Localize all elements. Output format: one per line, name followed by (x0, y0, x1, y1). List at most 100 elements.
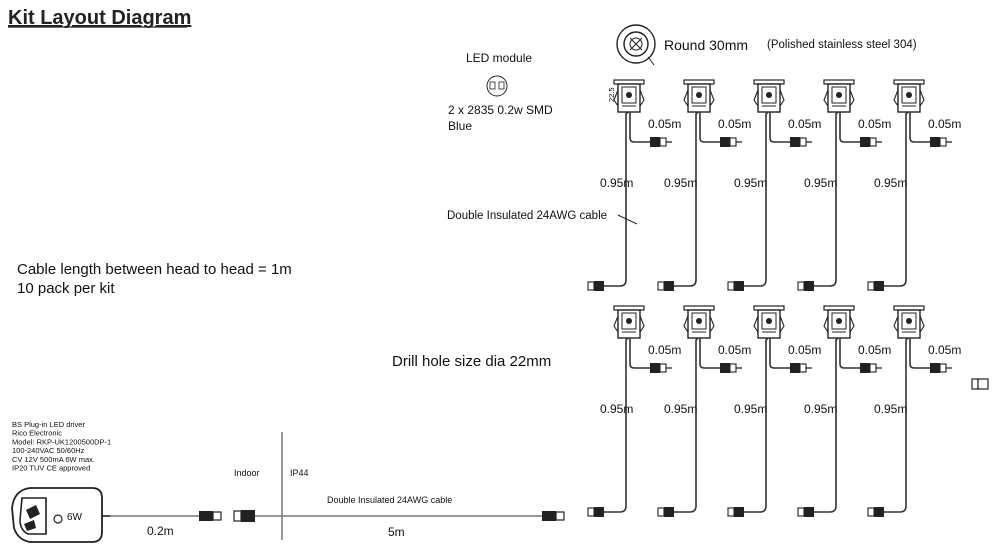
diagram-title: Kit Layout Diagram (8, 7, 191, 29)
short-lead-3 (769, 112, 790, 143)
long-lead-length: 0.95m (874, 176, 907, 190)
short-lead-length: 0.05m (858, 343, 891, 357)
light-fitting-10: 0.05m 0.95m (867, 305, 961, 517)
driver-spec-line: IP20 TUV CE approved (12, 464, 90, 473)
short-lead-4 (839, 112, 860, 143)
long-lead-length: 0.95m (600, 402, 633, 416)
driver-connector (199, 511, 222, 521)
driver-spec-line: Model: RKP-UK1200500DP-1 (12, 437, 111, 446)
fitting-row-top: 0.05m 0.95m 0.05m 0.95m 0.05m 0.95m 0.05m 0.95m… (587, 79, 961, 291)
short-lead-2 (699, 112, 720, 143)
long-lead-8 (742, 337, 769, 513)
short-lead-length: 0.05m (718, 117, 751, 131)
end-connector-6 (587, 507, 604, 517)
pack-count-note: 10 pack per kit (17, 280, 115, 297)
fitting-row-bottom: 0.05m 0.95m 0.05m 0.95m 0.05m 0.95m 0.05m 0.95m… (587, 305, 989, 517)
short-lead-length: 0.05m (718, 343, 751, 357)
cable-note-pointer (617, 214, 638, 225)
led-module-icon (486, 75, 508, 97)
extension-cable-length: 5m (388, 525, 405, 539)
zone-ip44: IP44 (290, 468, 309, 478)
long-lead-length: 0.95m (734, 176, 767, 190)
long-lead-7 (672, 337, 699, 513)
long-lead-length: 0.95m (734, 402, 767, 416)
inline-connector-4-short (860, 137, 882, 147)
extension-connector-right (542, 511, 565, 521)
light-fitting-7: 0.05m 0.95m (657, 305, 751, 517)
round-material: (Polished stainless steel 304) (767, 39, 917, 51)
short-lead-8 (769, 338, 790, 369)
long-lead-5 (882, 111, 909, 287)
short-lead-length: 0.05m (648, 117, 681, 131)
driver-spec-line: BS Plug-in LED driver (12, 420, 85, 429)
round-fitting-icon (616, 24, 656, 66)
led-spec-line1: 2 x 2835 0.2w SMD (448, 103, 553, 117)
cable-length-note: Cable length between head to head = 1m (17, 261, 292, 278)
driver-spec-line: 100-240VAC 50/60Hz (12, 446, 85, 455)
inline-connector-1-short (650, 137, 672, 147)
short-lead-9 (839, 338, 860, 369)
long-lead-3 (742, 111, 769, 287)
long-lead-2 (672, 111, 699, 287)
inline-connector-2-short (720, 137, 742, 147)
end-connector-1 (587, 281, 604, 291)
short-lead-6 (629, 338, 650, 369)
long-lead-4 (812, 111, 839, 287)
long-lead-length: 0.95m (804, 402, 837, 416)
long-lead-length: 0.95m (600, 176, 633, 190)
short-lead-length: 0.05m (928, 343, 961, 357)
light-fitting-3: 0.05m 0.95m (727, 79, 821, 291)
round-label: Round 30mm (664, 37, 748, 53)
long-lead-length: 0.95m (874, 402, 907, 416)
end-connector-4 (797, 281, 814, 291)
extension-cable-note: Double Insulated 24AWG cable (327, 495, 452, 505)
short-lead-5 (909, 112, 930, 143)
plug-driver-icon (11, 487, 110, 543)
short-lead-length: 0.05m (788, 343, 821, 357)
long-lead-9 (812, 337, 839, 513)
inline-connector-3-short (790, 137, 812, 147)
inline-connector-8-short (790, 363, 812, 373)
light-fitting-5: 0.05m 0.95m (867, 79, 961, 291)
short-lead-10 (909, 338, 930, 369)
light-fitting-1: 0.05m 0.95m (587, 79, 681, 291)
inline-connector-10-short (930, 363, 952, 373)
zone-indoor: Indoor (234, 468, 260, 478)
short-lead-1 (629, 112, 650, 143)
driver-wattage: 6W (67, 512, 83, 523)
long-lead-length: 0.95m (664, 402, 697, 416)
end-connector-8 (727, 507, 744, 517)
inline-connector-9-short (860, 363, 882, 373)
inline-connector-7-short (720, 363, 742, 373)
end-connector-9 (797, 507, 814, 517)
driver-spec-line: CV 12V 500mA 6W max. (12, 455, 95, 464)
end-connector-3 (727, 281, 744, 291)
cable-note: Double Insulated 24AWG cable (447, 210, 607, 222)
short-lead-length: 0.05m (788, 117, 821, 131)
long-lead-1 (602, 111, 629, 287)
long-lead-10 (882, 337, 909, 513)
inline-connector-6-short (650, 363, 672, 373)
driver-cable-length: 0.2m (147, 524, 174, 538)
driver-spec-line: Rico Electronic (12, 429, 62, 438)
head-dimension: 22.5 (607, 87, 616, 102)
extension-connector-left (233, 510, 255, 522)
short-lead-7 (699, 338, 720, 369)
light-fitting-9: 0.05m 0.95m (797, 305, 891, 517)
led-spec-line2: Blue (448, 119, 472, 133)
end-connector-2 (657, 281, 674, 291)
short-lead-length: 0.05m (858, 117, 891, 131)
drill-hole-note: Drill hole size dia 22mm (392, 353, 551, 370)
inline-connector-5-short (930, 137, 952, 147)
light-fitting-8: 0.05m 0.95m (727, 305, 821, 517)
light-fitting-2: 0.05m 0.95m (657, 79, 751, 291)
end-connector-10 (867, 507, 884, 517)
long-lead-6 (602, 337, 629, 513)
end-connector-7 (657, 507, 674, 517)
short-lead-length: 0.05m (928, 117, 961, 131)
long-lead-length: 0.95m (664, 176, 697, 190)
